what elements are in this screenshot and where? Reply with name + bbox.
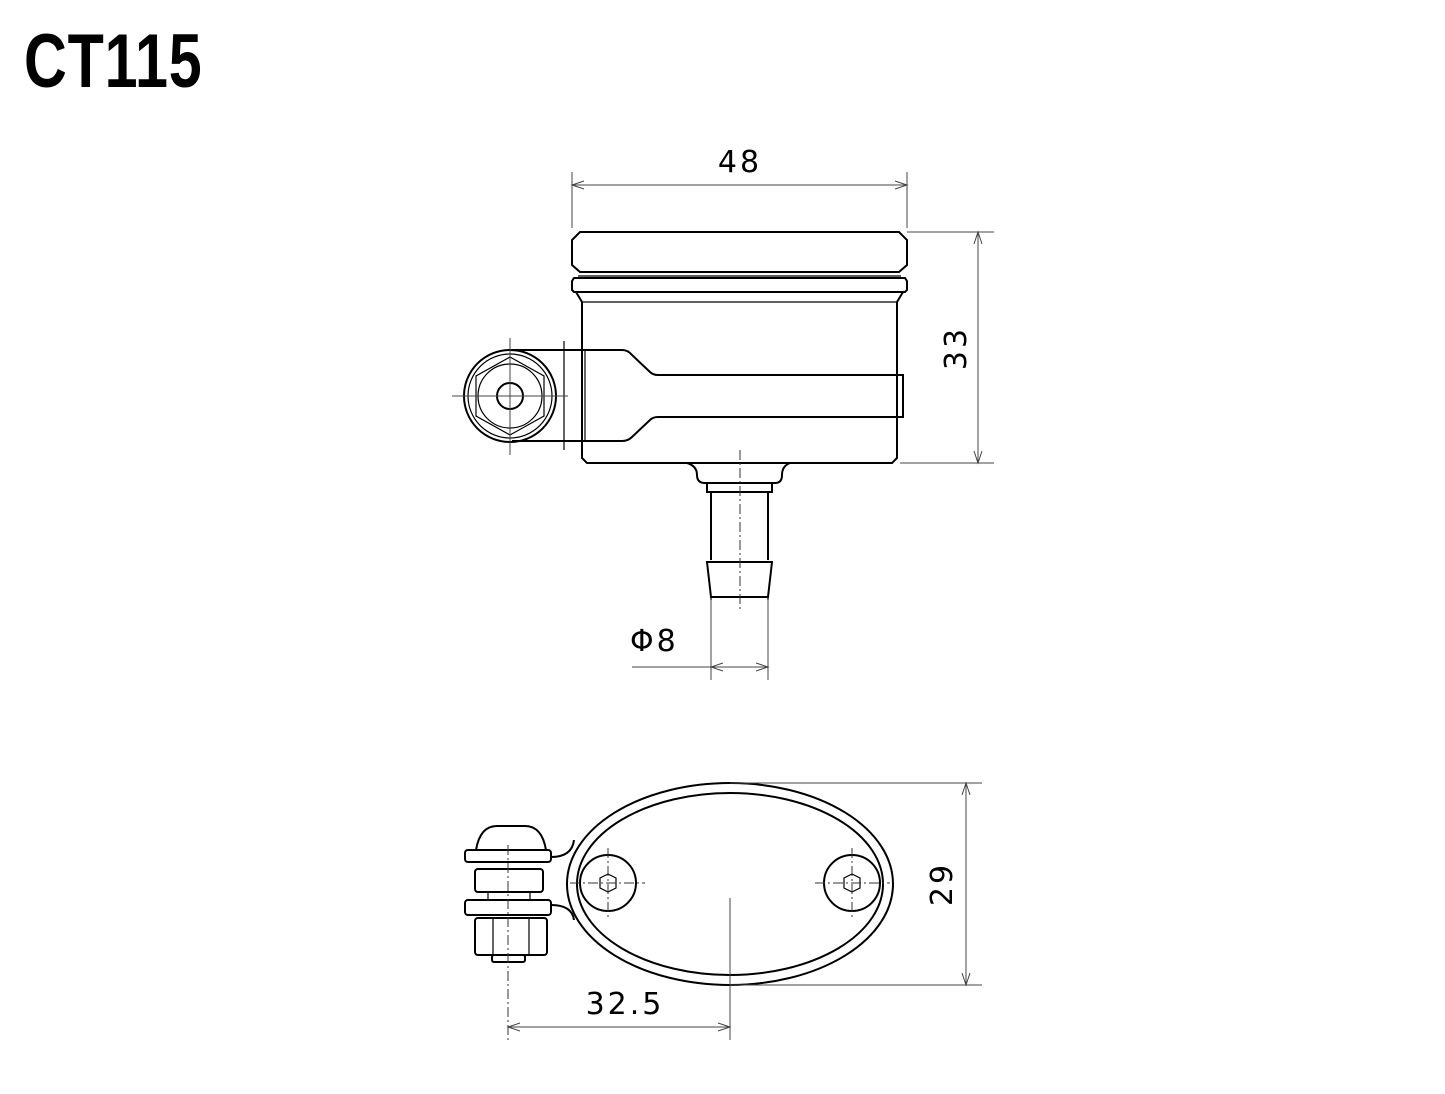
side-view-reservoir (571, 231, 908, 464)
hose-outlet (686, 450, 791, 612)
clamp-arm (452, 338, 904, 455)
dimension-diameter-8: Φ8 (630, 600, 770, 680)
dimension-33: 33 (900, 230, 994, 465)
dimension-diameter-8-label: Φ8 (630, 624, 679, 659)
bolt-assembly (464, 825, 575, 1040)
model-title: CT115 (24, 19, 203, 104)
dimension-29: 29 (730, 781, 982, 987)
dimension-32-5: 32.5 (506, 987, 732, 1032)
dimension-32-5-label: 32.5 (586, 987, 665, 1022)
dimension-29-label: 29 (925, 862, 960, 906)
dimension-48: 48 (570, 145, 909, 228)
dimension-48-label: 48 (718, 145, 762, 180)
dimension-33-label: 33 (939, 326, 974, 370)
